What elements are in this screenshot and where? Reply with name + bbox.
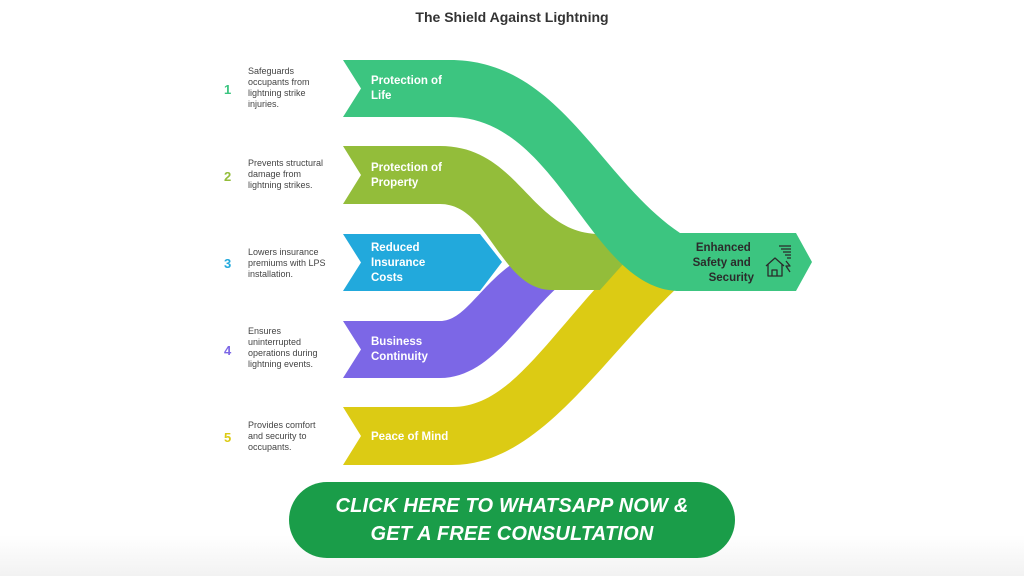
ribbon-protection-property	[343, 146, 625, 290]
item-description-4: Ensures uninterrupted operations during …	[248, 326, 320, 369]
item-number-2: 2	[224, 169, 231, 184]
item-number-4: 4	[224, 343, 232, 358]
ribbon-business-continuity	[343, 262, 560, 378]
label-protection-of-life: Protection of Life	[371, 75, 445, 102]
cta-line-1: CLICK HERE TO WHATSAPP NOW &	[335, 495, 689, 517]
cta-line-2: GET A FREE CONSULTATION	[370, 523, 654, 545]
whatsapp-consultation-button[interactable]: CLICK HERE TO WHATSAPP NOW & GET A FREE …	[289, 482, 735, 558]
item-number-1: 1	[224, 82, 231, 97]
item-number-5: 5	[224, 430, 231, 445]
flow-diagram: 1 2 3 4 5 Safeguards occupants from ligh…	[224, 60, 812, 465]
item-description-3: Lowers insurance premiums with LPS insta…	[248, 247, 328, 279]
label-protection-of-property: Protection of Property	[371, 162, 445, 189]
item-description-5: Provides comfort and security to occupan…	[248, 420, 318, 452]
label-business-continuity: Business Continuity	[371, 336, 428, 363]
ribbon-peace-of-mind	[343, 262, 680, 465]
page-title: The Shield Against Lightning	[415, 9, 609, 25]
item-number-3: 3	[224, 256, 231, 271]
label-enhanced-safety: Enhanced Safety and Security	[693, 242, 755, 284]
ribbon-reduced-insurance	[343, 234, 502, 291]
ribbon-protection-life	[343, 60, 812, 291]
item-description-1: Safeguards occupants from lightning stri…	[248, 66, 312, 109]
house-lightning-icon	[765, 245, 791, 277]
label-peace-of-mind: Peace of Mind	[371, 431, 448, 443]
item-description-2: Prevents structural damage from lightnin…	[248, 158, 326, 190]
label-reduced-insurance-costs: Reduced Insurance Costs	[371, 242, 429, 284]
